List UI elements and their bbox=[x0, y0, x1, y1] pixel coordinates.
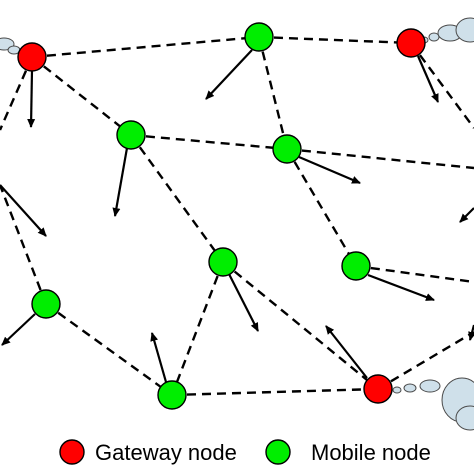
link bbox=[355, 264, 474, 284]
link bbox=[410, 42, 474, 129]
arrow-icon bbox=[205, 49, 253, 100]
legend-mobile-icon bbox=[265, 439, 291, 465]
gateway-node bbox=[396, 28, 426, 58]
arrow-icon bbox=[112, 147, 129, 217]
legend-mobile-label: Mobile node bbox=[311, 440, 431, 465]
cloud-icon bbox=[0, 37, 21, 55]
mobile-node bbox=[31, 289, 61, 319]
mobile-node bbox=[157, 380, 187, 410]
arrow-icon bbox=[468, 324, 474, 341]
mobile-node bbox=[341, 251, 371, 281]
arrow-icon bbox=[228, 273, 259, 332]
mobile-node bbox=[272, 134, 302, 164]
link bbox=[0, 184, 48, 305]
link bbox=[31, 56, 132, 136]
mobile-node bbox=[208, 247, 238, 277]
link bbox=[286, 147, 474, 170]
mobile-node bbox=[116, 120, 146, 150]
link bbox=[31, 35, 260, 59]
arrow-icon bbox=[298, 155, 361, 185]
arrow-icon bbox=[459, 207, 474, 223]
link bbox=[45, 303, 173, 396]
gateway-node bbox=[363, 374, 393, 404]
link bbox=[377, 330, 474, 391]
link bbox=[258, 35, 412, 45]
arrow-icon bbox=[150, 332, 168, 383]
legend: Gateway node Mobile node bbox=[59, 439, 431, 465]
arrow-icon bbox=[27, 69, 36, 128]
link bbox=[170, 261, 225, 396]
link bbox=[171, 387, 379, 397]
cloud-icon bbox=[392, 377, 474, 431]
arrow-icon bbox=[1, 313, 36, 346]
arrow-icon bbox=[0, 184, 47, 237]
link bbox=[222, 261, 379, 390]
mobile-node bbox=[244, 22, 274, 52]
arrow-icon bbox=[416, 55, 440, 103]
nodes bbox=[17, 22, 426, 410]
link bbox=[257, 36, 289, 150]
arrow-icon bbox=[367, 273, 435, 302]
link bbox=[285, 148, 358, 267]
legend-gateway-label: Gateway node bbox=[95, 440, 237, 465]
cloud-icon bbox=[419, 17, 474, 44]
link bbox=[130, 134, 224, 263]
legend-gateway-icon bbox=[59, 439, 85, 465]
link bbox=[0, 56, 34, 131]
links bbox=[0, 35, 474, 397]
gateway-node bbox=[17, 42, 47, 72]
arrow-icon bbox=[325, 325, 368, 379]
motion-arrows bbox=[0, 49, 474, 383]
link bbox=[130, 133, 288, 151]
